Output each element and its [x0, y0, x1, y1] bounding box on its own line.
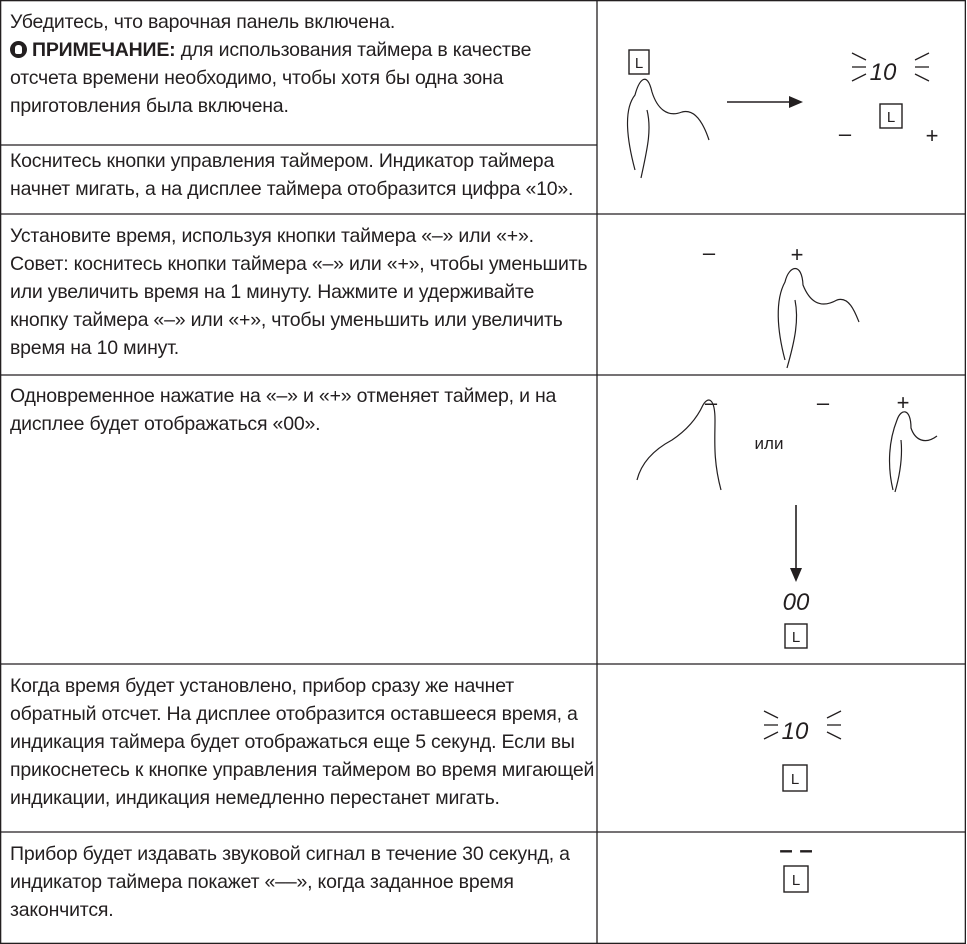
- row-3-paragraph: Установите время, используя кнопки тайме…: [10, 225, 588, 359]
- timer-indicator-symbol: L: [791, 771, 799, 788]
- hand-stop-icon: [10, 41, 27, 58]
- timer-indicator-icon: [782, 764, 808, 792]
- minus-key-label: –: [839, 121, 852, 146]
- timer-key-symbol: L: [635, 55, 643, 72]
- finger-icon: [888, 411, 938, 493]
- row-2-text: Коснитесь кнопки управления таймером. Ин…: [10, 147, 595, 203]
- finger-icon: [626, 78, 710, 179]
- display-ten: 10: [870, 59, 897, 86]
- row-6-paragraph: Прибор будет издавать звуковой сигнал в …: [10, 843, 570, 921]
- note-label: ПРИМЕЧАНИЕ:: [32, 39, 176, 61]
- timer-key-icon: [628, 49, 650, 75]
- set-time-illustration: – +: [703, 240, 860, 369]
- note-text: для использования таймера в качестве отс…: [10, 39, 532, 117]
- timer-indicator-symbol: L: [792, 872, 800, 889]
- timer-indicator-icon: [784, 623, 808, 649]
- row-4-paragraph: Одновременное нажатие на «–» и «+» отмен…: [10, 385, 557, 435]
- row-3-text: Установите время, используя кнопки тайме…: [10, 222, 595, 362]
- time-up-illustration: – – L: [779, 837, 813, 893]
- timer-indicator-icon: [879, 103, 903, 129]
- countdown-illustration: 10 L: [763, 710, 842, 792]
- illustrations: L 10 L – + – + – – + или: [626, 49, 939, 893]
- plus-key-label: +: [791, 242, 804, 267]
- display-zero: 00: [783, 589, 810, 616]
- timer-indicator-symbol: L: [887, 109, 895, 126]
- cancel-timer-illustration: – – + или 00 L: [636, 390, 938, 649]
- timer-indicator-icon: [783, 865, 809, 893]
- minus-key-label: –: [705, 390, 718, 415]
- row-6-text: Прибор будет издавать звуковой сигнал в …: [10, 840, 595, 924]
- plus-key-label: +: [926, 123, 939, 148]
- finger-icon: [636, 399, 722, 491]
- finger-icon: [777, 267, 860, 369]
- minus-key-label: –: [817, 390, 830, 415]
- timer-key-touch-illustration: L 10 L – +: [626, 49, 939, 179]
- or-label: или: [755, 434, 784, 453]
- row-1-line: Убедитесь, что варочная панель включена.: [10, 11, 396, 33]
- row-5-paragraph: Когда время будет установлено, прибор ср…: [10, 675, 595, 809]
- row-1-text: Убедитесь, что варочная панель включена.…: [10, 8, 595, 120]
- minus-key-label: –: [703, 240, 716, 265]
- row-4-text: Одновременное нажатие на «–» и «+» отмен…: [10, 382, 595, 438]
- plus-key-label: +: [897, 390, 910, 415]
- note-paragraph: ПРИМЕЧАНИЕ: для использования таймера в …: [10, 36, 595, 120]
- row-5-text: Когда время будет установлено, прибор ср…: [10, 672, 595, 812]
- timer-indicator-symbol: L: [792, 629, 800, 646]
- display-ten: 10: [782, 718, 809, 745]
- display-dashes: – –: [779, 837, 812, 864]
- row-2-paragraph: Коснитесь кнопки управления таймером. Ин…: [10, 150, 574, 200]
